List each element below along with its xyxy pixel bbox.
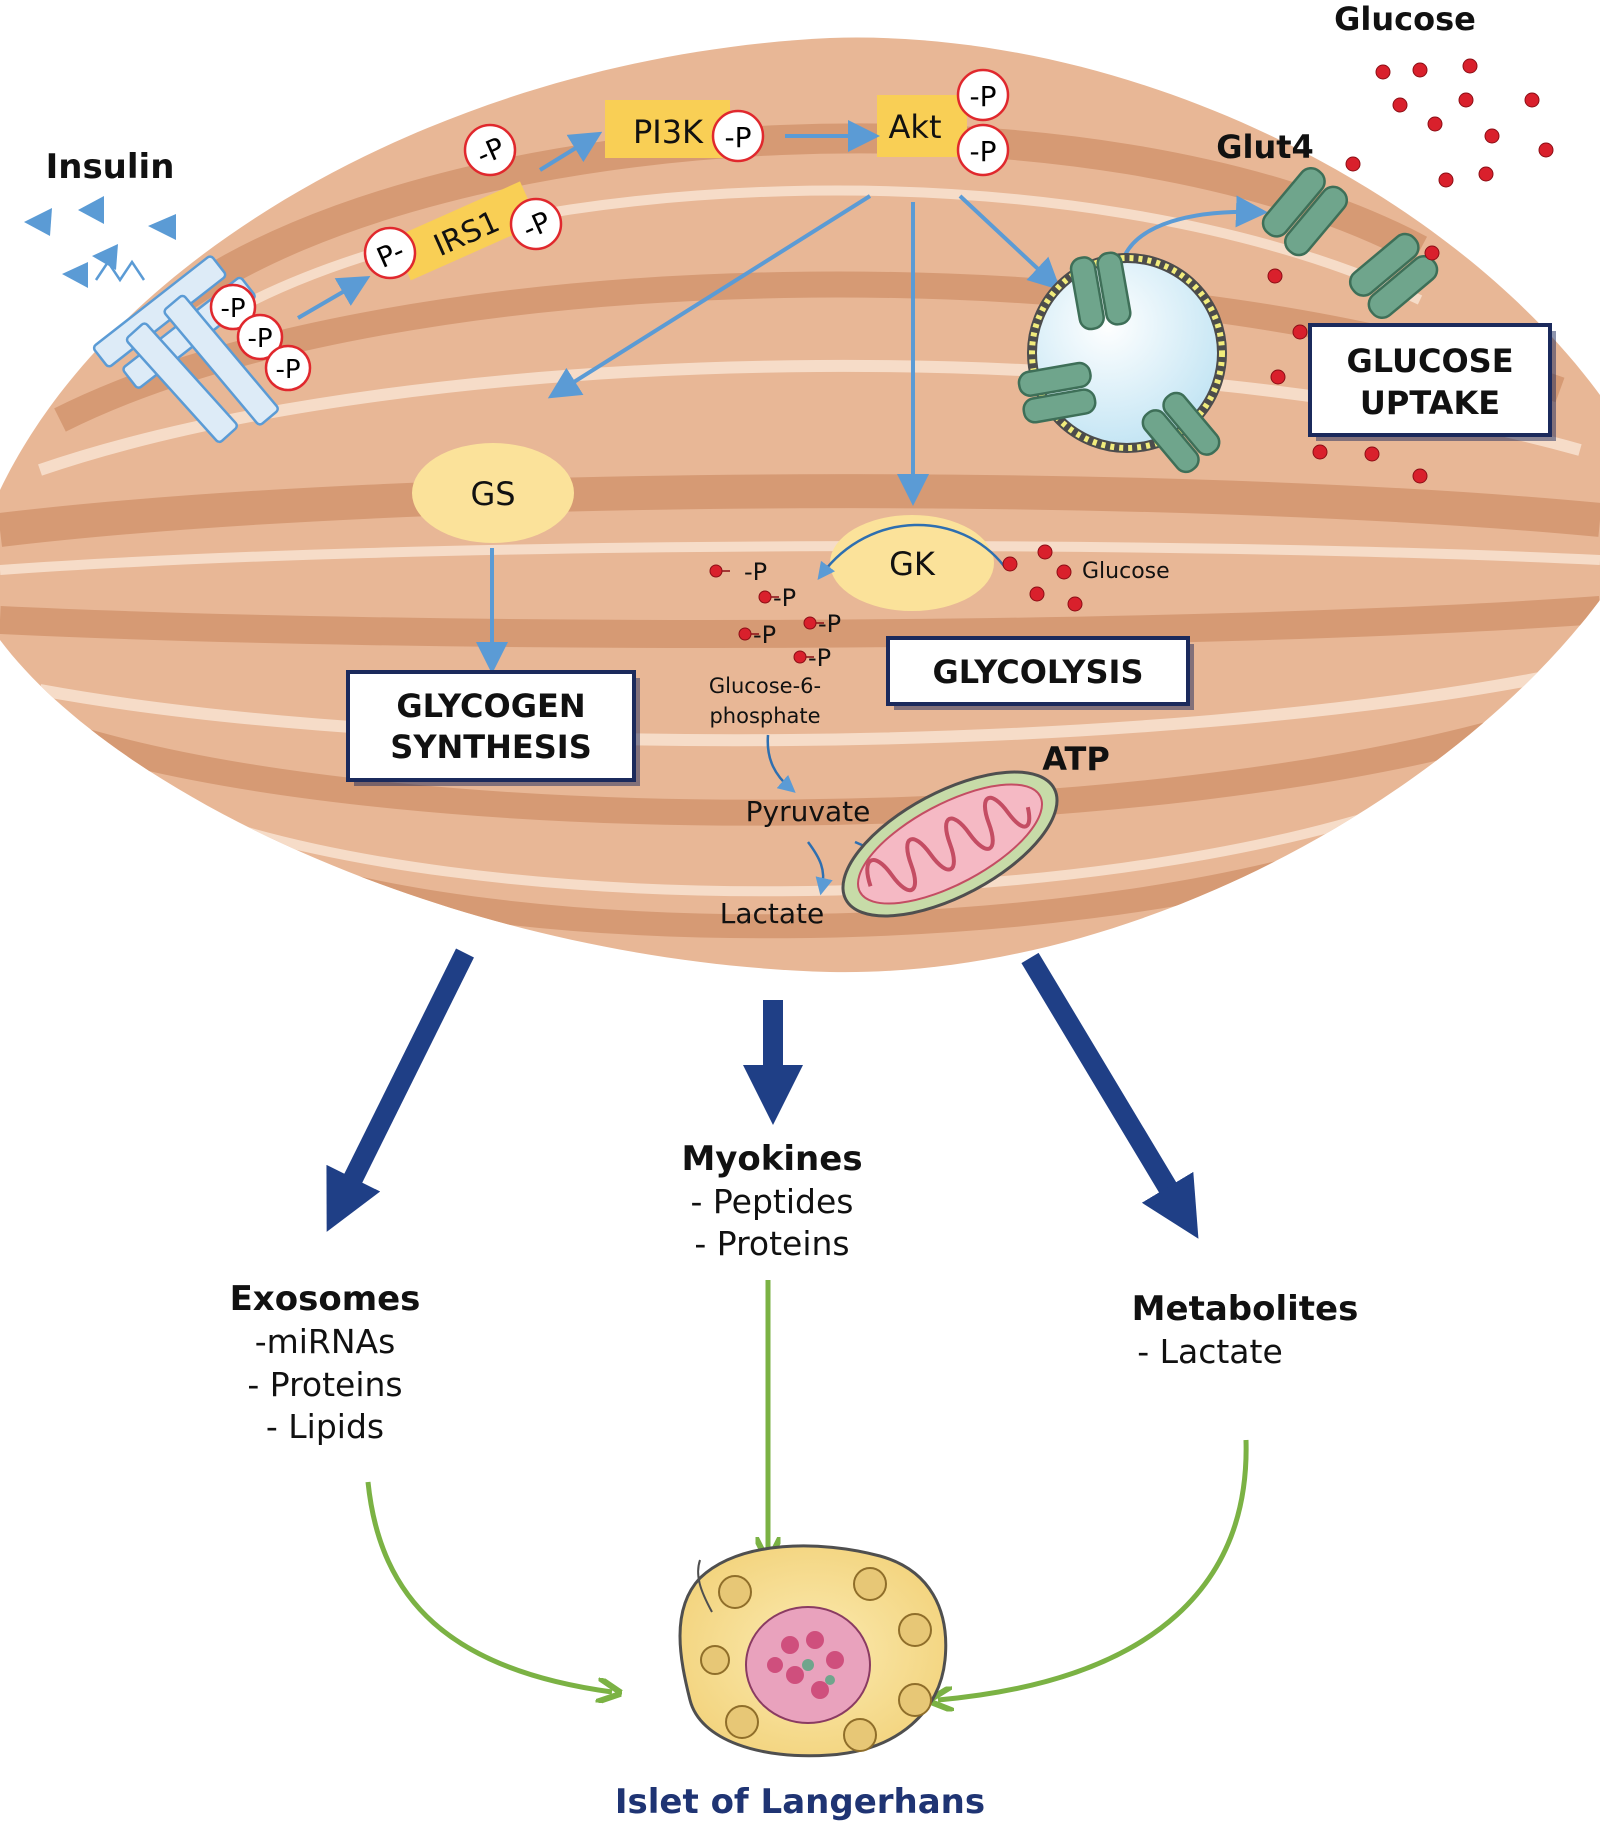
pi3k-kinase: PI3K -P bbox=[605, 100, 765, 163]
gs-enzyme: GS bbox=[412, 443, 574, 543]
svg-text:-P: -P bbox=[808, 644, 831, 672]
insulin-triangle-icon bbox=[78, 196, 104, 224]
insulin-triangle-icon bbox=[62, 262, 88, 288]
svg-text:Metabolites: Metabolites bbox=[1132, 1289, 1359, 1329]
svg-text:-P: -P bbox=[753, 621, 776, 649]
glycolysis-box: GLYCOLYSIS bbox=[886, 636, 1194, 710]
islet-label: Islet of Langerhans bbox=[615, 1782, 985, 1822]
svg-text:-P: -P bbox=[773, 584, 796, 612]
svg-text:GLYCOLYSIS: GLYCOLYSIS bbox=[933, 653, 1144, 691]
svg-text:-P: -P bbox=[818, 610, 841, 638]
irs1-kinase: IRS1 P- -P -P bbox=[363, 123, 563, 281]
svg-text:UPTAKE: UPTAKE bbox=[1360, 384, 1500, 422]
secretion-arrows bbox=[326, 948, 1199, 1239]
svg-text:-miRNAs: -miRNAs bbox=[255, 1322, 396, 1361]
svg-text:GK: GK bbox=[889, 545, 936, 583]
glucose-uptake-box: GLUCOSE UPTAKE bbox=[1308, 323, 1556, 441]
svg-text:SYNTHESIS: SYNTHESIS bbox=[390, 728, 591, 766]
svg-text:PI3K: PI3K bbox=[633, 113, 704, 151]
svg-text:-P: -P bbox=[247, 324, 272, 354]
glucose-molecules-extracellular bbox=[1267, 58, 1554, 484]
svg-text:GLYCOGEN: GLYCOGEN bbox=[396, 687, 585, 725]
svg-text:- Peptides: - Peptides bbox=[691, 1182, 854, 1221]
pyruvate-label: Pyruvate bbox=[746, 795, 871, 828]
insulin-molecules bbox=[24, 196, 176, 288]
glucose-6-phosphate-molecules: -P -P -P -P -P bbox=[709, 558, 841, 672]
svg-text:Akt: Akt bbox=[889, 108, 942, 146]
glucose-6-phosphate-label-line2: phosphate bbox=[709, 704, 820, 728]
svg-text:-P: -P bbox=[970, 135, 997, 168]
glycogen-synthesis-box: GLYCOGEN SYNTHESIS bbox=[346, 670, 640, 786]
muscle-fiber bbox=[0, 37, 1600, 973]
signaling-arrows bbox=[296, 120, 1268, 674]
svg-text:- Proteins: - Proteins bbox=[694, 1224, 849, 1263]
svg-text:GS: GS bbox=[470, 475, 515, 513]
islet-of-langerhans-icon bbox=[678, 1544, 948, 1758]
insulin-triangle-icon bbox=[148, 214, 176, 240]
glucose-6-phosphate-label: Glucose-6- bbox=[709, 674, 821, 698]
svg-text:- Lipids: - Lipids bbox=[266, 1407, 384, 1446]
akt-kinase: Akt -P -P bbox=[877, 68, 1010, 177]
mitochondrion-icon bbox=[841, 770, 1059, 918]
gk-enzyme: GK bbox=[817, 515, 1005, 611]
svg-text:-P: -P bbox=[970, 80, 997, 113]
svg-text:- Proteins: - Proteins bbox=[247, 1365, 402, 1404]
insulin-label: Insulin bbox=[46, 147, 175, 187]
glucose-top-label: Glucose bbox=[1334, 0, 1476, 38]
receptor-phospho-groups: -P -P -P bbox=[209, 283, 312, 392]
metabolites-block: Metabolites - Lactate bbox=[1132, 1289, 1359, 1371]
islet-target-arrows bbox=[365, 1280, 1249, 1700]
glut4-transporters bbox=[1017, 166, 1439, 474]
insulin-triangle-icon bbox=[92, 244, 118, 270]
svg-text:Exosomes: Exosomes bbox=[230, 1279, 421, 1319]
exosomes-block: Exosomes -miRNAs - Proteins - Lipids bbox=[230, 1279, 421, 1446]
svg-text:GLUCOSE: GLUCOSE bbox=[1346, 342, 1513, 380]
lactate-cell-label: Lactate bbox=[720, 897, 825, 930]
insulin-triangle-icon bbox=[24, 208, 52, 236]
svg-text:-P: -P bbox=[275, 355, 300, 385]
svg-text:-P: -P bbox=[725, 121, 752, 154]
svg-text:-P: -P bbox=[744, 558, 767, 586]
myokines-block: Myokines - Peptides - Proteins bbox=[681, 1139, 862, 1263]
atp-label: ATP bbox=[1042, 740, 1110, 778]
glut4-label: Glut4 bbox=[1216, 128, 1314, 166]
glucose-molecules-intracellular bbox=[1002, 544, 1083, 612]
glucose-intracellular-label: Glucose bbox=[1082, 559, 1170, 584]
svg-text:-P: -P bbox=[220, 294, 245, 324]
svg-text:Myokines: Myokines bbox=[681, 1139, 862, 1179]
svg-text:- Lactate: - Lactate bbox=[1137, 1332, 1283, 1371]
